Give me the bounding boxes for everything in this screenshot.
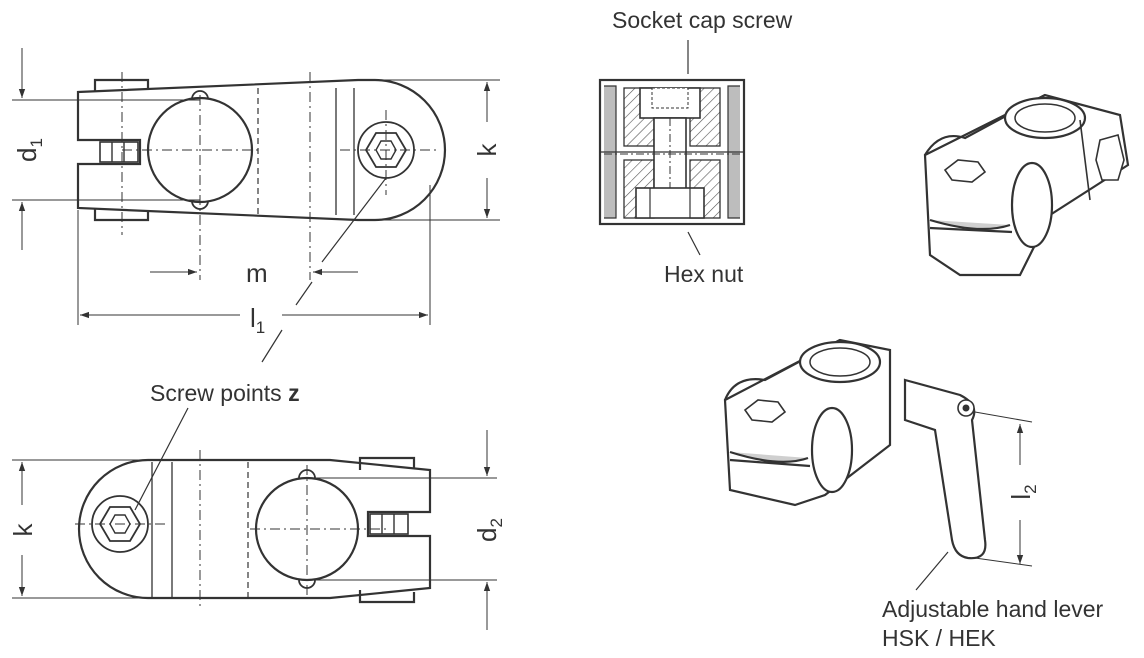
slit-screw-bottom	[369, 513, 409, 535]
slit-screw	[99, 141, 139, 163]
lever-leader	[915, 551, 949, 591]
dim-l1: l1	[250, 303, 265, 337]
top-left-view	[76, 72, 447, 280]
hex-nut	[635, 187, 705, 219]
section-view	[598, 78, 746, 226]
bottom-left-dimensions	[12, 430, 497, 630]
iso-lever-bore-side	[810, 406, 854, 494]
isometric-clamp-with-lever	[723, 338, 987, 560]
iso-hex-head	[943, 159, 987, 183]
clamp-body-outline-bottom	[77, 458, 432, 600]
dim-m: m	[246, 258, 268, 288]
label-screw-points: Screw points z	[150, 380, 300, 406]
screw-points-leaders	[134, 177, 387, 511]
dim-k-bottom: k	[8, 523, 38, 537]
iso-bore-side	[1010, 161, 1054, 249]
section-leaders	[687, 40, 701, 256]
label-socket-cap-screw: Socket cap screw	[612, 7, 793, 33]
label-hand-lever: Adjustable hand lever	[882, 596, 1104, 622]
dim-l2: l2	[1006, 484, 1040, 499]
dim-d2: d2	[472, 518, 506, 542]
label-hand-lever-model: HSK / HEK	[882, 625, 996, 651]
bottom-left-view	[75, 450, 432, 610]
lever-dimensions	[974, 411, 1033, 567]
isometric-clamp	[923, 93, 1130, 277]
dim-k-top: k	[472, 143, 502, 157]
dim-d1: d1	[12, 138, 46, 162]
label-hex-nut: Hex nut	[664, 261, 744, 287]
hex-screw-bottom	[91, 495, 149, 553]
iso-lever-hex-head	[743, 399, 787, 423]
top-left-dimensions	[12, 48, 500, 325]
